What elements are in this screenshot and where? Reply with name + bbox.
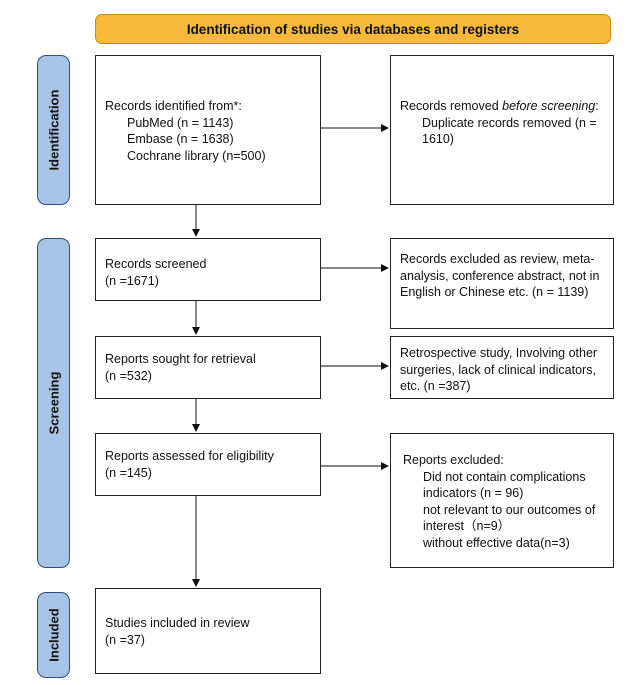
records-removed-box: Records removed before screening: Duplic… <box>390 55 614 205</box>
phase-identification: Identification <box>37 55 70 205</box>
records-cochrane: Cochrane library (n=500) <box>127 148 266 163</box>
records-excluded-text: Records excluded as review, meta-analysi… <box>400 252 600 299</box>
reports-sought-box: Reports sought for retrieval (n =532) <box>95 336 321 399</box>
records-pubmed: PubMed (n = 1143) <box>127 115 234 130</box>
reports-sought-count: (n =532) <box>105 368 152 383</box>
records-identified-title: Records identified from*: <box>105 99 242 113</box>
reports-excluded-box: Reports excluded: Did not contain compli… <box>390 433 614 568</box>
phase-included: Included <box>37 592 70 678</box>
phase-screening: Screening <box>37 238 70 568</box>
records-excluded-box: Records excluded as review, meta-analysi… <box>390 238 614 329</box>
studies-included-box: Studies included in review (n =37) <box>95 588 321 674</box>
duplicate-records-removed: Duplicate records removed (n = 1610) <box>422 115 597 147</box>
records-screened-count: (n =1671) <box>105 273 159 288</box>
reports-not-retrieved-text: Retrospective study, Involving other sur… <box>400 346 598 393</box>
reports-excluded-reason-3: without effective data(n=3) <box>423 535 570 550</box>
records-removed-title: Records removed before screening: <box>400 99 599 113</box>
reports-assessed-count: (n =145) <box>105 465 152 480</box>
studies-included-count: (n =37) <box>105 632 145 647</box>
header-banner: Identification of studies via databases … <box>95 14 611 44</box>
reports-excluded-reason-1: Did not contain complications indicators… <box>423 469 586 501</box>
reports-not-retrieved-box: Retrospective study, Involving other sur… <box>390 336 614 399</box>
reports-excluded-reason-2: not relevant to our outcomes of interest… <box>423 502 596 534</box>
reports-assessed-title: Reports assessed for eligibility <box>105 449 274 463</box>
studies-included-title: Studies included in review <box>105 616 250 630</box>
header-title: Identification of studies via databases … <box>186 21 520 37</box>
reports-sought-title: Reports sought for retrieval <box>105 352 256 366</box>
reports-excluded-title: Reports excluded: <box>403 453 504 467</box>
records-screened-title: Records screened <box>105 257 207 271</box>
reports-assessed-box: Reports assessed for eligibility (n =145… <box>95 433 321 496</box>
records-embase: Embase (n = 1638) <box>127 132 234 146</box>
records-screened-box: Records screened (n =1671) <box>95 238 321 301</box>
records-identified-box: Records identified from*: PubMed (n = 11… <box>95 55 321 205</box>
